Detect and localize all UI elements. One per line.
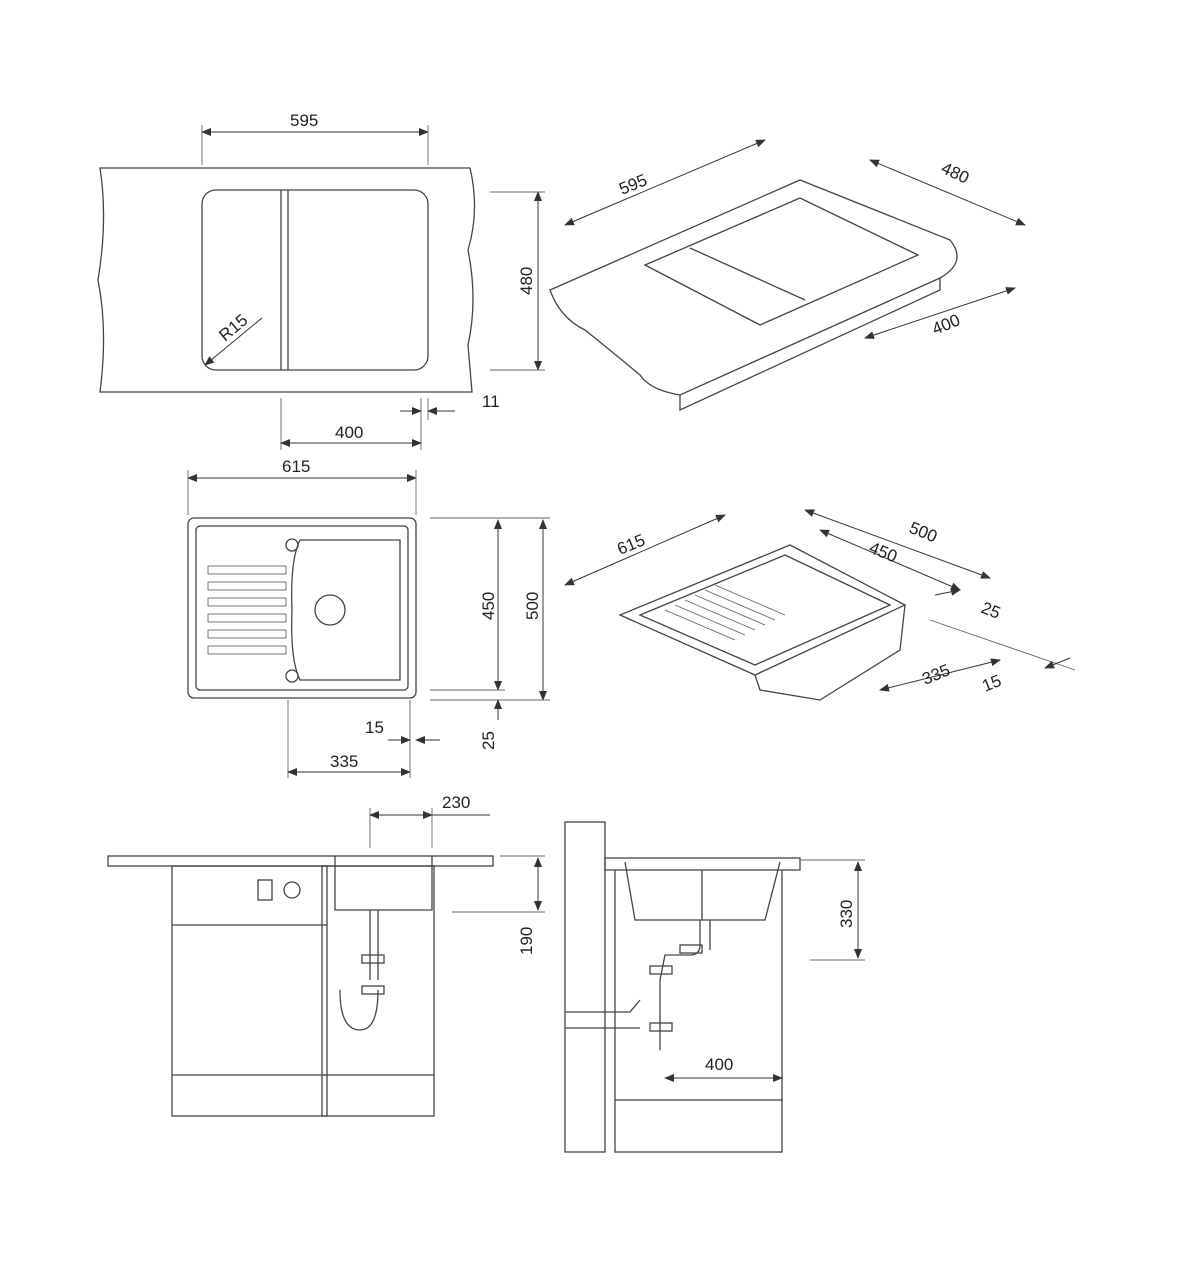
dim-615: 615 — [282, 457, 310, 476]
dim-25: 25 — [479, 731, 498, 750]
dim-190: 190 — [517, 927, 536, 955]
dim-15-iso: 15 — [979, 671, 1004, 696]
dim-500-iso: 500 — [907, 518, 940, 546]
dim-595: 595 — [290, 111, 318, 130]
dim-595-iso: 595 — [616, 170, 649, 198]
dim-335: 335 — [330, 752, 358, 771]
dim-15: 15 — [365, 718, 384, 737]
dim-400-side: 400 — [705, 1055, 733, 1074]
dim-r15: R15 — [215, 310, 251, 345]
dim-25-iso: 25 — [979, 598, 1004, 623]
dim-335-iso: 335 — [919, 660, 952, 688]
dim-615-iso: 615 — [614, 530, 647, 558]
iso-view-drainer-sink: 615 500 450 25 335 15 — [564, 509, 1076, 701]
side-view-section: 400 330 — [564, 821, 865, 1153]
top-view-inset-sink: 595 480 R15 400 11 — [97, 111, 545, 450]
dim-500: 500 — [523, 592, 542, 620]
dim-480-iso: 480 — [938, 158, 972, 187]
dim-480: 480 — [517, 267, 536, 295]
side-view-cabinet: 230 190 — [107, 793, 545, 1117]
dim-450: 450 — [479, 592, 498, 620]
top-view-drainer-sink: 615 450 500 25 335 15 — [187, 457, 550, 778]
dim-330: 330 — [837, 900, 856, 928]
dim-400: 400 — [335, 423, 363, 442]
dim-11: 11 — [482, 392, 500, 411]
dim-230: 230 — [442, 793, 470, 812]
iso-view-inset-sink: 595 480 400 — [549, 139, 1026, 412]
